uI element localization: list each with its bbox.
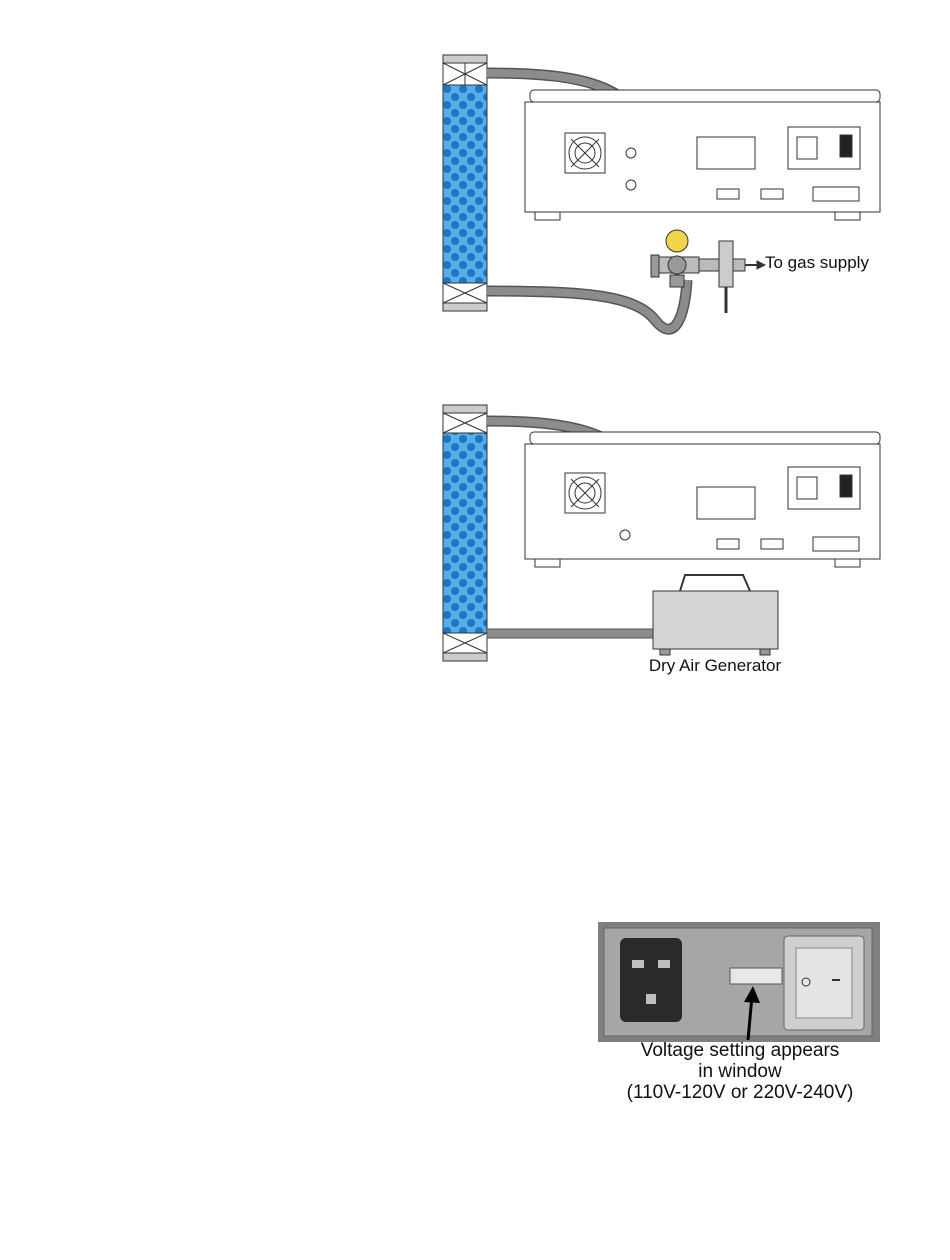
voltage-setting-caption: Voltage setting appears in window (110V-…: [585, 1040, 895, 1103]
caption-line-2: in window: [585, 1061, 895, 1082]
gas-regulator: [651, 230, 765, 313]
power-inlet: [620, 938, 682, 1022]
power-entry-module-photo: [598, 922, 880, 1042]
dry-air-generator: [653, 575, 778, 655]
caption-line-1: Voltage setting appears: [585, 1040, 895, 1061]
gas-supply-label: To gas supply: [765, 253, 869, 273]
instrument-rear-panel: [525, 432, 880, 567]
caption-line-3: (110V-120V or 220V-240V): [585, 1082, 895, 1103]
dry-air-setup-diagram: [435, 395, 895, 685]
drying-column: [443, 55, 487, 311]
drying-column: [443, 405, 487, 661]
gas-supply-setup-diagram: [435, 45, 895, 345]
dry-air-generator-label: Dry Air Generator: [600, 656, 830, 676]
power-switch: [784, 936, 864, 1030]
voltage-window: [730, 968, 782, 984]
tubing-bottom: [487, 629, 655, 638]
instrument-rear-panel: [525, 90, 880, 220]
